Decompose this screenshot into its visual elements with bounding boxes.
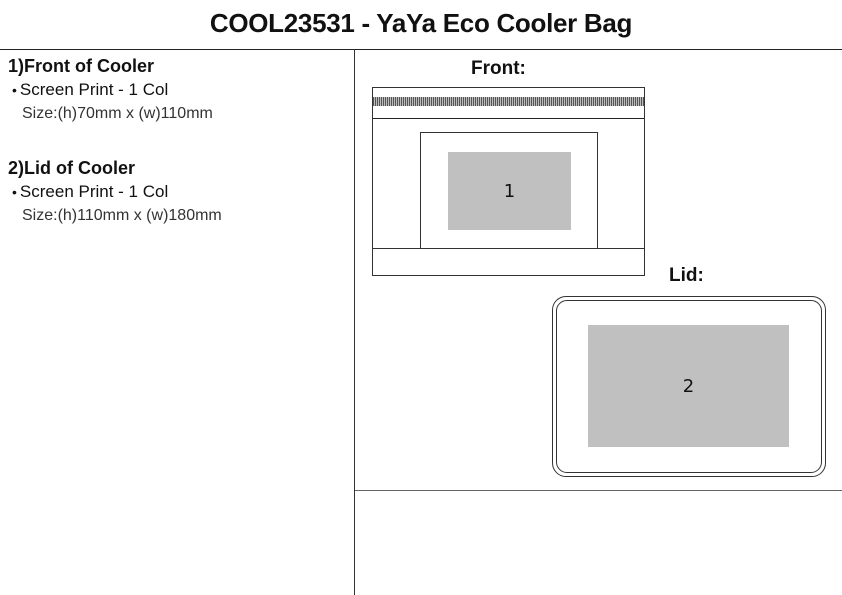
print-area-lid: 2 — [588, 325, 789, 447]
column-divider — [354, 49, 355, 595]
spec-method: •Screen Print - 1 Col — [8, 180, 222, 204]
spec-title: 2)Lid of Cooler — [8, 158, 135, 178]
print-area-front: 1 — [448, 152, 571, 230]
spec-size: Size:(h)70mm x (w)110mm — [22, 105, 213, 122]
spec-lid: 2)Lid of Cooler •Screen Print - 1 Col Si… — [8, 156, 222, 228]
zipper-icon — [373, 97, 644, 106]
section-divider — [355, 490, 842, 491]
bottom-line — [373, 248, 644, 249]
spec-method-text: Screen Print - 1 Col — [19, 80, 169, 99]
bullet-icon: • — [12, 82, 17, 98]
spec-size: Size:(h)110mm x (w)180mm — [22, 207, 222, 224]
spec-method: •Screen Print - 1 Col — [8, 78, 213, 102]
lid-outline-inner — [556, 300, 822, 473]
front-cooler-diagram: 1 — [372, 87, 645, 276]
spec-method-text: Screen Print - 1 Col — [19, 182, 169, 201]
print-area-number: 1 — [503, 180, 516, 202]
front-label: Front: — [471, 58, 526, 79]
bullet-icon: • — [12, 184, 17, 200]
print-area-number: 2 — [682, 375, 695, 397]
lid-outline-outer — [552, 296, 826, 477]
band-line — [373, 118, 644, 119]
page-title: COOL23531 - YaYa Eco Cooler Bag — [209, 8, 633, 38]
front-pocket — [420, 132, 598, 249]
lid-label: Lid: — [669, 265, 704, 286]
title-divider — [0, 49, 842, 50]
spec-front: 1)Front of Cooler •Screen Print - 1 Col … — [8, 54, 213, 126]
spec-title: 1)Front of Cooler — [8, 56, 154, 76]
